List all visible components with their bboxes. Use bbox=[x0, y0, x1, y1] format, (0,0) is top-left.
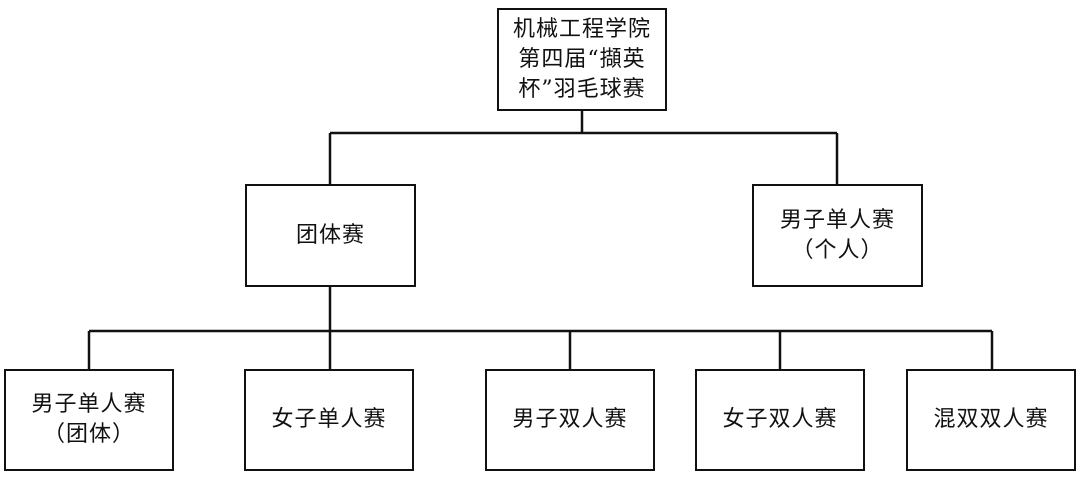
node-women-single-label: 女子单人赛 bbox=[271, 407, 387, 432]
node-women-double-label: 女子双人赛 bbox=[722, 407, 838, 432]
node-women-double: 女子双人赛 bbox=[695, 369, 865, 471]
node-women-single: 女子单人赛 bbox=[244, 369, 414, 471]
node-men-double: 男子双人赛 bbox=[485, 369, 655, 471]
node-men-single-team: 男子单人赛 （团体） bbox=[4, 369, 174, 471]
root-node: 机械工程学院 第四届“擷英 杯”羽毛球赛 bbox=[497, 8, 667, 111]
node-team-competition-label: 团体赛 bbox=[295, 222, 365, 248]
node-men-single-individual-label: 男子单人赛 （个人） bbox=[779, 207, 895, 263]
node-men-single-team-label: 男子单人赛 （团体） bbox=[31, 392, 147, 447]
node-mixed-double: 混双双人赛 bbox=[906, 369, 1076, 471]
node-mixed-double-label: 混双双人赛 bbox=[933, 407, 1049, 432]
node-men-double-label: 男子双人赛 bbox=[512, 407, 628, 432]
node-men-single-individual: 男子单人赛 （个人） bbox=[752, 184, 923, 287]
node-team-competition: 团体赛 bbox=[245, 184, 416, 287]
root-node-label: 机械工程学院 第四届“擷英 杯”羽毛球赛 bbox=[512, 16, 651, 102]
